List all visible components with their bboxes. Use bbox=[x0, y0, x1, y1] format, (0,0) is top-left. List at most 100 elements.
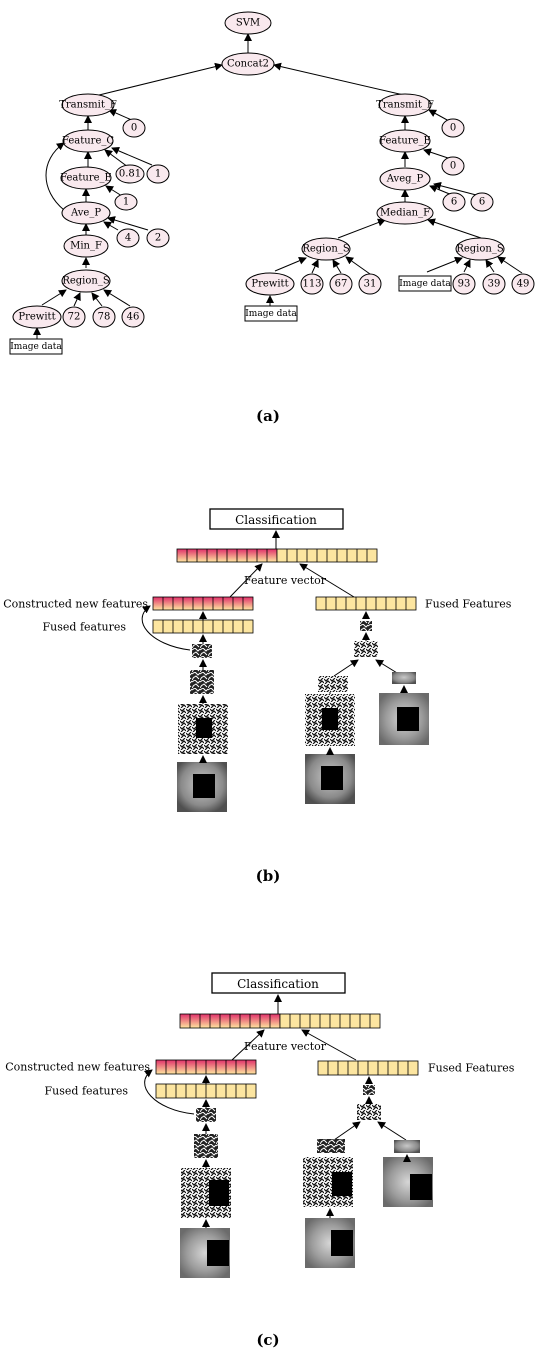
region-map-right-b bbox=[318, 676, 348, 692]
node-46 bbox=[121, 306, 145, 328]
label-feature-c: Feature_C bbox=[62, 136, 114, 147]
classification-box-b bbox=[209, 508, 344, 530]
label-67: 67 bbox=[335, 279, 348, 290]
label-feature-e-right: Feature_E bbox=[379, 136, 431, 147]
combined-map-right-c bbox=[357, 1104, 381, 1120]
node-93 bbox=[452, 273, 476, 295]
node-72 bbox=[62, 306, 86, 328]
label-113: 113 bbox=[302, 279, 321, 290]
constructed-label-b: Constructed new features bbox=[3, 598, 148, 611]
label-transmit-left: Transmit_F bbox=[59, 100, 117, 111]
label-region-s-right2: Region_S bbox=[456, 244, 504, 255]
label-image-data-right2: Image data bbox=[399, 279, 451, 289]
fused-bar-right-c bbox=[317, 1060, 419, 1076]
fused-bar-right-b bbox=[315, 596, 417, 611]
feature-map-small-b bbox=[192, 644, 212, 658]
panel-a-data-boxes bbox=[9, 275, 452, 355]
node-113 bbox=[300, 273, 324, 295]
node-49 bbox=[511, 273, 535, 295]
label-region-s-right1: Region_S bbox=[302, 244, 350, 255]
node-4 bbox=[116, 228, 140, 248]
node-prewitt-right bbox=[245, 272, 295, 296]
label-prewitt-right: Prewitt bbox=[251, 279, 288, 290]
node-concat2 bbox=[221, 52, 275, 76]
region-crop-right-b bbox=[392, 672, 416, 684]
caption-c: (c) bbox=[256, 1331, 279, 1349]
label-zero-left: 0 bbox=[131, 123, 137, 134]
panel-a-nodes bbox=[12, 11, 535, 329]
node-min-f bbox=[63, 234, 109, 258]
node-image-data-right1 bbox=[244, 305, 298, 322]
label-min-f: Min_F bbox=[70, 241, 102, 252]
node-78 bbox=[92, 306, 116, 328]
panel-b: Classification Feature vector Constructe… bbox=[3, 508, 512, 885]
fused-left-label-b: Fused features bbox=[43, 621, 127, 634]
fused-map-right-b bbox=[360, 621, 372, 631]
feature-vector-label-b: Feature vector bbox=[244, 574, 327, 587]
node-ave-p bbox=[61, 201, 111, 225]
label-feature-e-left: Feature_E bbox=[60, 173, 112, 184]
node-081 bbox=[115, 164, 145, 184]
label-aveg-p: Aveg_P bbox=[386, 174, 424, 185]
label-081: 0.81 bbox=[119, 169, 141, 180]
label-78: 78 bbox=[98, 312, 111, 323]
label-49: 49 bbox=[517, 279, 530, 290]
panel-a-edges bbox=[33, 33, 523, 340]
node-6a bbox=[442, 192, 466, 212]
feature-vector-label-c: Feature vector bbox=[244, 1040, 327, 1053]
fused-map-right-c bbox=[363, 1085, 375, 1095]
label-93: 93 bbox=[458, 279, 471, 290]
label-zero-right-b: 0 bbox=[450, 161, 456, 172]
feature-bar-top-c bbox=[179, 1013, 381, 1029]
node-transmit-left bbox=[61, 93, 115, 117]
node-image-data-left bbox=[9, 338, 63, 355]
fused-left-label-c: Fused features bbox=[45, 1085, 129, 1098]
label-ave-p: Ave_P bbox=[70, 208, 101, 219]
label-transmit-right: Transmit_F bbox=[376, 100, 434, 111]
label-1b: 1 bbox=[123, 197, 129, 208]
fused-bar-left-c bbox=[155, 1083, 257, 1099]
label-prewitt-left: Prewitt bbox=[18, 312, 55, 323]
caption-b: (b) bbox=[256, 867, 281, 885]
label-1a: 1 bbox=[155, 169, 161, 180]
label-39: 39 bbox=[488, 279, 501, 290]
label-region-s-left: Region_S bbox=[62, 276, 110, 287]
region-map-right-c bbox=[317, 1139, 345, 1153]
label-image-data-right1: Image data bbox=[245, 309, 297, 319]
node-region-s-right1 bbox=[301, 237, 351, 261]
node-aveg-p bbox=[379, 167, 431, 191]
label-46: 46 bbox=[127, 312, 140, 323]
label-4: 4 bbox=[125, 233, 131, 244]
caption-a: (a) bbox=[256, 407, 280, 425]
node-region-s-right2 bbox=[455, 237, 505, 261]
label-median-f: Median_F bbox=[380, 208, 430, 219]
panel-a-labels: SVM Concat2 Transmit_F 0 Feature_C 0.81 … bbox=[10, 18, 529, 353]
feature-map-mid-c bbox=[194, 1134, 218, 1158]
node-svm bbox=[224, 11, 272, 35]
panel-c: Classification Feature vector Constructe… bbox=[5, 972, 515, 1349]
constructed-bar-b bbox=[152, 596, 254, 611]
fused-right-label-c: Fused Features bbox=[428, 1062, 515, 1075]
fused-right-label-b: Fused Features bbox=[425, 598, 512, 611]
label-image-data-left: Image data bbox=[10, 342, 62, 352]
node-prewitt-left bbox=[12, 305, 62, 329]
label-72: 72 bbox=[68, 312, 81, 323]
label-2: 2 bbox=[155, 233, 161, 244]
panel-a: SVM Concat2 Transmit_F 0 Feature_C 0.81 … bbox=[9, 11, 535, 425]
label-6b: 6 bbox=[479, 197, 485, 208]
feature-map-mid-b bbox=[190, 670, 214, 694]
node-image-data-right2 bbox=[398, 275, 452, 292]
node-39 bbox=[482, 273, 506, 295]
node-2 bbox=[146, 228, 170, 248]
fused-bar-left-b bbox=[152, 619, 254, 634]
node-median-f bbox=[376, 201, 434, 225]
node-1a bbox=[146, 164, 170, 184]
node-zero-right-b bbox=[441, 156, 465, 176]
feature-map-small-c bbox=[196, 1108, 216, 1122]
node-transmit-right bbox=[378, 93, 432, 117]
node-zero-right-a bbox=[441, 118, 465, 138]
label-6a: 6 bbox=[451, 197, 457, 208]
label-31: 31 bbox=[364, 279, 377, 290]
region-crop-right-c bbox=[394, 1140, 420, 1153]
